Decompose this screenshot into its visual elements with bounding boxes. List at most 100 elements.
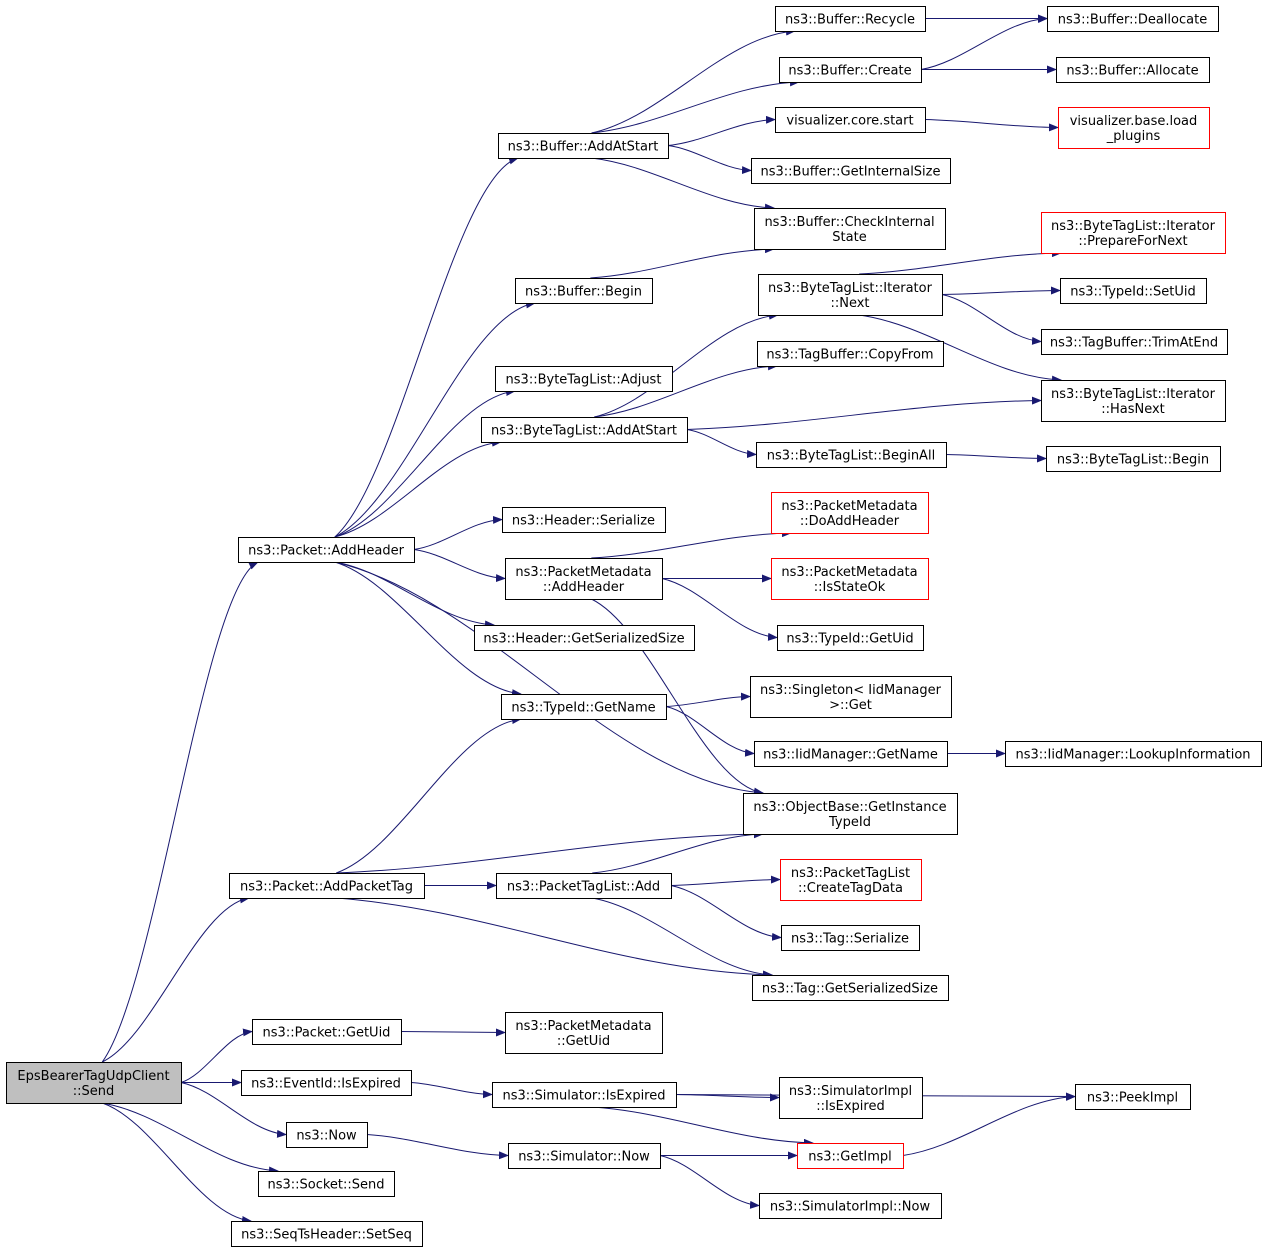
node-box-buffer-begin[interactable] [515,278,653,304]
node-box-packet-addheader[interactable] [238,537,415,563]
node-box-tag-serialize[interactable] [781,925,920,951]
node-tag-getserializedsize[interactable]: ns3::Tag::GetSerializedSize [752,975,949,1001]
node-bytetaglist-iterator-preparefornext[interactable]: ns3::ByteTagList::Iterator::PrepareForNe… [1041,212,1226,254]
node-box-peekimpl[interactable] [1075,1084,1191,1110]
node-box-typeid-setuid[interactable] [1060,278,1207,304]
node-box-simulator-now[interactable] [508,1143,661,1169]
node-simulator-now[interactable]: ns3::Simulator::Now [508,1143,661,1169]
node-header-getserializedsize[interactable]: ns3::Header::GetSerializedSize [474,625,695,651]
node-box-typeid-getuid[interactable] [777,625,924,651]
node-box-bytetaglist-beginall[interactable] [756,442,947,468]
node-box-simulatorimpl-isexpired[interactable] [779,1077,923,1119]
node-buffer-create[interactable]: ns3::Buffer::Create [779,57,922,83]
node-bytetaglist-addatstart[interactable]: ns3::ByteTagList::AddAtStart [481,417,688,443]
node-box-packettaglist-createtagdata[interactable] [780,859,922,901]
node-iidmanager-lookupinformation[interactable]: ns3::IidManager::LookupInformation [1005,741,1262,767]
node-buffer-allocate[interactable]: ns3::Buffer::Allocate [1056,57,1210,83]
node-tagbuffer-copyfrom[interactable]: ns3::TagBuffer::CopyFrom [757,341,944,367]
node-box-header-serialize[interactable] [502,507,666,533]
node-box-buffer-deallocate[interactable] [1047,6,1219,32]
node-packet-addheader[interactable]: ns3::Packet::AddHeader [238,537,415,563]
node-box-packet-getuid[interactable] [252,1019,402,1045]
node-box-buffer-create[interactable] [779,57,922,83]
node-simulator-isexpired[interactable]: ns3::Simulator::IsExpired [492,1082,677,1108]
node-box-socket-send[interactable] [258,1171,395,1197]
node-seqtsheader-setseq[interactable]: ns3::SeqTsHeader::SetSeq [231,1221,423,1247]
node-box-packetmetadata-doaddheader[interactable] [771,492,929,534]
node-box-packetmetadata-isstateok[interactable] [771,558,929,600]
node-box-tag-getserializedsize[interactable] [752,975,949,1001]
node-box-bytetaglist-begin[interactable] [1046,446,1221,472]
node-box-packetmetadata-getuid[interactable] [505,1012,663,1054]
node-buffer-deallocate[interactable]: ns3::Buffer::Deallocate [1047,6,1219,32]
node-box-simulatorimpl-now[interactable] [759,1193,942,1219]
node-packet-addpackettag[interactable]: ns3::Packet::AddPacketTag [229,873,425,899]
node-box-root[interactable] [6,1062,182,1104]
node-buffer-begin[interactable]: ns3::Buffer::Begin [515,278,653,304]
node-packettaglist-createtagdata[interactable]: ns3::PacketTagList::CreateTagData [780,859,922,901]
node-bytetaglist-iterator-hasnext[interactable]: ns3::ByteTagList::Iterator::HasNext [1041,380,1226,422]
node-buffer-recycle[interactable]: ns3::Buffer::Recycle [775,6,926,32]
node-box-bytetaglist-iterator-hasnext[interactable] [1041,380,1226,422]
node-box-visualizer-base-load-plugins[interactable] [1058,107,1210,149]
node-box-objectbase-getinstancetypeid[interactable] [743,793,958,835]
node-eventid-isexpired[interactable]: ns3::EventId::IsExpired [241,1070,412,1096]
node-simulatorimpl-now[interactable]: ns3::SimulatorImpl::Now [759,1193,942,1219]
node-box-typeid-getname[interactable] [501,694,667,720]
node-now[interactable]: ns3::Now [286,1122,368,1148]
node-buffer-addatstart[interactable]: ns3::Buffer::AddAtStart [498,133,669,159]
node-box-visualizer-core-start[interactable] [775,107,926,133]
node-box-simulator-isexpired[interactable] [492,1082,677,1108]
node-typeid-getuid[interactable]: ns3::TypeId::GetUid [777,625,924,651]
node-tagbuffer-trimatend[interactable]: ns3::TagBuffer::TrimAtEnd [1041,329,1228,355]
node-packettaglist-add[interactable]: ns3::PacketTagList::Add [496,873,672,899]
node-buffer-getinternalsize[interactable]: ns3::Buffer::GetInternalSize [751,158,951,184]
node-box-header-getserializedsize[interactable] [474,625,695,651]
node-box-packetmetadata-addheader[interactable] [505,558,663,600]
node-box-bytetaglist-addatstart[interactable] [481,417,688,443]
node-box-buffer-allocate[interactable] [1056,57,1210,83]
node-box-tagbuffer-trimatend[interactable] [1041,329,1228,355]
node-visualizer-base-load-plugins[interactable]: visualizer.base.load_plugins [1058,107,1210,149]
node-box-iidmanager-lookupinformation[interactable] [1005,741,1262,767]
node-tag-serialize[interactable]: ns3::Tag::Serialize [781,925,920,951]
node-box-eventid-isexpired[interactable] [241,1070,412,1096]
node-box-seqtsheader-setseq[interactable] [231,1221,423,1247]
node-box-buffer-checkinternalstate[interactable] [754,208,946,250]
node-bytetaglist-beginall[interactable]: ns3::ByteTagList::BeginAll [756,442,947,468]
node-box-packettaglist-add[interactable] [496,873,672,899]
node-packetmetadata-doaddheader[interactable]: ns3::PacketMetadata::DoAddHeader [771,492,929,534]
node-root[interactable]: EpsBearerTagUdpClient::Send [6,1062,182,1104]
node-bytetaglist-begin[interactable]: ns3::ByteTagList::Begin [1046,446,1221,472]
node-singleton-iidmanager-get[interactable]: ns3::Singleton< IidManager >::Get [750,676,952,718]
node-iidmanager-getname[interactable]: ns3::IidManager::GetName [754,741,948,767]
node-header-serialize[interactable]: ns3::Header::Serialize [502,507,666,533]
node-box-bytetaglist-adjust[interactable] [495,366,673,392]
node-packetmetadata-isstateok[interactable]: ns3::PacketMetadata::IsStateOk [771,558,929,600]
node-box-buffer-getinternalsize[interactable] [751,158,951,184]
node-packetmetadata-addheader[interactable]: ns3::PacketMetadata::AddHeader [505,558,663,600]
node-box-packet-addpackettag[interactable] [229,873,425,899]
node-box-now[interactable] [286,1122,368,1148]
node-box-buffer-addatstart[interactable] [498,133,669,159]
node-peekimpl[interactable]: ns3::PeekImpl [1075,1084,1191,1110]
node-bytetaglist-iterator-next[interactable]: ns3::ByteTagList::Iterator::Next [758,274,943,316]
node-box-bytetaglist-iterator-preparefornext[interactable] [1041,212,1226,254]
node-box-singleton-iidmanager-get[interactable] [750,676,952,718]
node-socket-send[interactable]: ns3::Socket::Send [258,1171,395,1197]
node-box-tagbuffer-copyfrom[interactable] [757,341,944,367]
node-packet-getuid[interactable]: ns3::Packet::GetUid [252,1019,402,1045]
node-getimpl[interactable]: ns3::GetImpl [797,1143,904,1169]
node-box-getimpl[interactable] [797,1143,904,1169]
node-box-buffer-recycle[interactable] [775,6,926,32]
node-visualizer-core-start[interactable]: visualizer.core.start [775,107,926,133]
node-packetmetadata-getuid[interactable]: ns3::PacketMetadata::GetUid [505,1012,663,1054]
node-bytetaglist-adjust[interactable]: ns3::ByteTagList::Adjust [495,366,673,392]
node-typeid-setuid[interactable]: ns3::TypeId::SetUid [1060,278,1207,304]
node-box-bytetaglist-iterator-next[interactable] [758,274,943,316]
node-box-iidmanager-getname[interactable] [754,741,948,767]
node-typeid-getname[interactable]: ns3::TypeId::GetName [501,694,667,720]
node-simulatorimpl-isexpired[interactable]: ns3::SimulatorImpl::IsExpired [779,1077,923,1119]
